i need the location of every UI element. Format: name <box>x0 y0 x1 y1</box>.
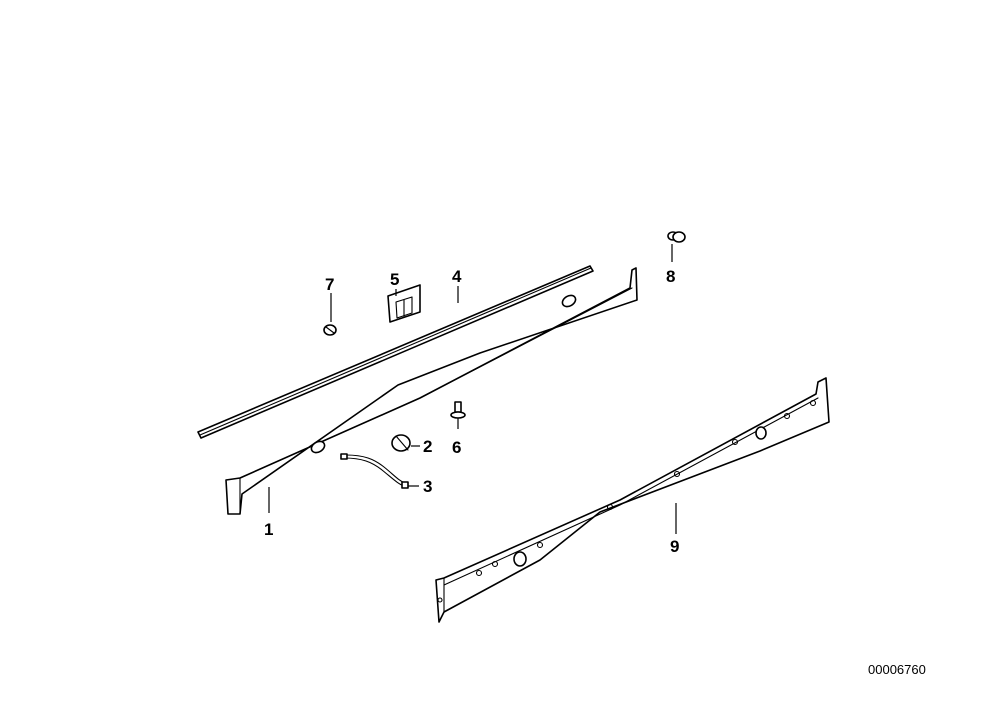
callout-1: 1 <box>264 520 273 539</box>
part-9-sill-panel <box>435 377 830 623</box>
part-5-clip <box>387 284 421 323</box>
diagram-id: 00006760 <box>868 662 926 677</box>
part-6-screw <box>450 401 466 419</box>
callout-2: 2 <box>423 437 432 456</box>
callout-5: 5 <box>390 270 399 289</box>
callout-3: 3 <box>423 477 432 496</box>
part-2-grommet <box>391 434 411 452</box>
leader-lines <box>268 244 677 534</box>
part-8-bolt <box>667 231 686 243</box>
part-7-plug <box>323 324 337 336</box>
part-4-seal-strip <box>197 265 594 439</box>
callout-9: 9 <box>670 537 679 556</box>
part-1-sill-trim <box>225 267 638 515</box>
callout-4: 4 <box>452 267 462 286</box>
callout-6: 6 <box>452 438 461 457</box>
callout-8: 8 <box>666 267 675 286</box>
callout-7: 7 <box>325 275 334 294</box>
part-3-cable <box>340 453 409 489</box>
